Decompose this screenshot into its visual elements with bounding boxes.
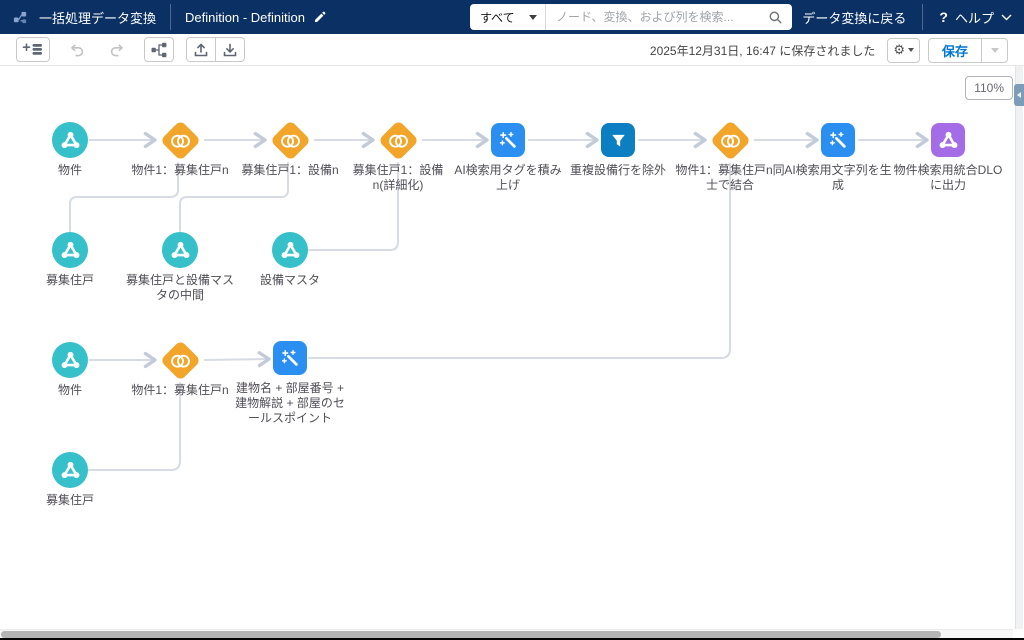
screen-bottom-edge [0,638,1024,640]
chevron-left-icon [1017,92,1021,98]
zoom-level-badge: 110% [965,76,1013,100]
upload-button[interactable] [186,37,216,62]
settings-button[interactable]: ⚙ [887,37,920,63]
magic-wand-icon [821,123,855,157]
flow-node-label: 物件 [57,383,82,397]
dataset-icon [162,232,198,268]
flow-node-label: 募集住戸と設備マス タの中間 [125,273,234,302]
flow-node-label: 建物名 + 部屋番号 + 建物解説 + 部屋のセ ールスポイント [235,381,345,425]
save-options-button[interactable] [981,37,1008,63]
redo-icon [110,43,123,56]
horizontal-scrollbar-track [0,629,1013,638]
flow-node-transform-ai-string[interactable]: AI検索用文字列を生 成 [763,118,913,193]
download-button[interactable] [215,37,245,62]
chevron-down-icon [529,14,537,20]
flow-node-input-boshu-setsubi[interactable]: 募集住戸と設備マス タの中間 [105,228,255,303]
pencil-icon [314,11,326,23]
dataset-icon [52,452,88,488]
app-header: 一括処理データ変換 Definition - Definition すべて [0,0,1024,34]
add-dataset-icon [22,42,42,55]
flow-node-input-bukken-2[interactable]: 物件 [0,338,145,398]
join-venn-icon [159,119,201,161]
dataset-icon [52,232,88,268]
save-group: 保存 [927,37,1008,63]
flow-node-transform-sales-point[interactable]: 建物名 + 部屋番号 + 建物解説 + 部屋のセ ールスポイント [215,336,365,426]
flow-node-label: 物件検索用統合DLO に出力 [893,163,1003,192]
dataset-icon [52,342,88,378]
join-venn-icon [709,119,751,161]
import-export-group [186,37,245,62]
definition-title: Definition - Definition [185,9,305,25]
search-scope-value: すべて [480,10,515,25]
filter-funnel-icon [601,123,635,157]
editor-toolbar: 2025年12月31日, 16:47 に保存されました ⚙ 保存 [0,34,1024,66]
search-scope-dropdown[interactable]: すべて [470,4,546,30]
flow-node-label: AI検索用文字列を生 成 [784,163,892,192]
help-label: ヘルプ [954,10,994,26]
download-icon [223,43,237,56]
graph-layout-icon [151,42,167,57]
search-icon [768,4,792,30]
flow-node-input-boshu-2[interactable]: 募集住戸 [0,448,145,508]
dataset-icon [52,122,88,158]
search-input[interactable] [546,4,768,30]
flow-node-input-setsubi-master[interactable]: 設備マスタ [215,228,365,288]
undo-button[interactable] [62,37,92,62]
join-venn-icon [159,339,201,381]
flow-node-label: 募集住戸 [45,273,94,287]
expand-panel-handle[interactable] [1014,84,1024,106]
flow-node-output-dlo[interactable]: 物件検索用統合DLO に出力 [873,118,1023,193]
undo-icon [71,43,84,56]
app-title: 一括処理データ変換 [39,10,157,26]
upload-icon [194,43,208,56]
auto-layout-button[interactable] [144,37,174,62]
chevron-down-icon [907,48,914,52]
flow-node-label: 設備マスタ [259,273,320,287]
dataset-icon [272,232,308,268]
vertical-scrollbar[interactable] [1015,66,1023,629]
horizontal-scrollbar-thumb[interactable] [1,631,941,638]
back-label: データ変換に戻る [802,10,907,26]
join-venn-icon [377,119,419,161]
flow-node-label: 募集住戸 [45,493,94,507]
flow-node-input-boshu-1[interactable]: 募集住戸 [0,228,145,288]
back-to-transforms-link[interactable]: ← データ変換に戻る [763,0,922,34]
help-menu[interactable]: ? ヘルプ [922,4,1024,30]
chevron-down-icon [1001,14,1012,20]
chevron-down-icon [990,47,999,53]
app-logo-icon [12,9,29,26]
back-arrow-icon: ← [779,8,795,26]
magic-wand-icon [273,341,307,375]
join-venn-icon [269,119,311,161]
edit-title-button[interactable] [313,10,327,24]
help-icon: ? [939,9,948,25]
header-divider [170,4,172,30]
output-dataset-icon [931,123,965,157]
gear-icon: ⚙ [893,42,905,57]
magic-wand-icon [491,123,525,157]
search-group: すべて [470,4,792,30]
add-input-node-button[interactable] [16,37,50,62]
last-saved-status: 2025年12月31日, 16:47 に保存されました [649,43,876,58]
redo-button[interactable] [102,37,132,62]
save-button[interactable]: 保存 [927,37,982,63]
